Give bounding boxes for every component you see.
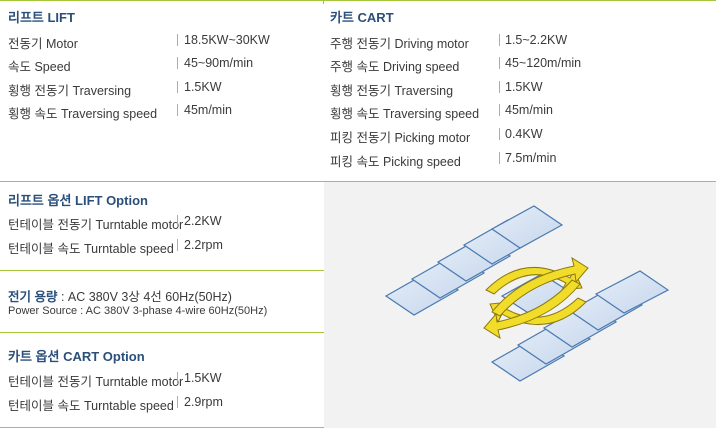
lift-option-value-0: 2.2KW — [184, 214, 222, 228]
section-divider-2 — [0, 270, 324, 271]
lift-option-label-0: 턴테이블 전동기 Turntable motor — [8, 218, 184, 232]
cart-option-separator-1 — [177, 396, 178, 408]
lift-option-title: 리프트 옵션 LIFT Option — [8, 193, 148, 208]
cart-label-0: 주행 전동기 Driving motor — [330, 37, 469, 51]
power-label: 전기 용량 — [8, 290, 58, 304]
lift-label-2: 횡행 전동기 Traversing — [8, 84, 132, 98]
illustration-panel — [324, 182, 716, 428]
top-divider — [0, 0, 716, 1]
vertical-divider-top — [323, 0, 324, 4]
cart-option-label-0: 턴테이블 전동기 Turntable motor — [8, 375, 184, 389]
lift-option-value-1: 2.2rpm — [184, 238, 223, 252]
rotation-arrows-icon — [483, 256, 589, 340]
cart-option-label-1: 턴테이블 속도 Turntable speed — [8, 399, 174, 413]
lift-separator-1 — [177, 57, 178, 69]
power-source-english: Power Source : AC 380V 3-phase 4-wire 60… — [8, 305, 268, 317]
cart-value-3: 45m/min — [505, 103, 553, 117]
cart-separator-5 — [499, 152, 500, 164]
lift-separator-3 — [177, 104, 178, 116]
cart-option-title: 카트 옵션 CART Option — [8, 349, 145, 364]
lift-option-label-1: 턴테이블 속도 Turntable speed — [8, 242, 174, 256]
power-value: : AC 380V 3상 4선 60Hz(50Hz) — [57, 290, 232, 304]
cart-separator-0 — [499, 34, 500, 46]
cart-value-1: 45~120m/min — [505, 56, 582, 70]
lift-label-3: 횡행 속도 Traversing speed — [8, 107, 158, 121]
lift-value-0: 18.5KW~30KW — [184, 33, 270, 47]
lift-option-separator-1 — [177, 239, 178, 251]
cart-value-0: 1.5~2.2KW — [505, 33, 568, 47]
lift-separator-0 — [177, 34, 178, 46]
section-divider-3 — [0, 332, 324, 333]
lift-option-separator-0 — [177, 215, 178, 227]
cart-value-2: 1.5KW — [505, 80, 543, 94]
cart-separator-3 — [499, 104, 500, 116]
cart-separator-1 — [499, 57, 500, 69]
cart-option-separator-0 — [177, 372, 178, 384]
lift-value-2: 1.5KW — [184, 80, 222, 94]
conveyor-tiles — [384, 205, 670, 382]
cart-label-1: 주행 속도 Driving speed — [330, 60, 460, 74]
cart-option-value-1: 2.9rpm — [184, 395, 223, 409]
section-divider-1 — [0, 181, 716, 182]
cart-label-2: 횡행 전동기 Traversing — [330, 84, 454, 98]
lift-separator-2 — [177, 81, 178, 93]
cart-value-4: 0.4KW — [505, 127, 543, 141]
lift-label-1: 속도 Speed — [8, 60, 71, 74]
lift-value-1: 45~90m/min — [184, 56, 254, 70]
cart-option-value-0: 1.5KW — [184, 371, 222, 385]
cart-title: 카트 CART — [330, 10, 394, 25]
cart-separator-2 — [499, 81, 500, 93]
cart-value-5: 7.5m/min — [505, 151, 557, 165]
lift-value-3: 45m/min — [184, 103, 232, 117]
cart-label-3: 횡행 속도 Traversing speed — [330, 107, 480, 121]
power-source-korean: 전기 용량 : AC 380V 3상 4선 60Hz(50Hz) — [8, 286, 232, 305]
lift-label-0: 전동기 Motor — [8, 37, 78, 51]
lift-title: 리프트 LIFT — [8, 10, 75, 25]
cart-label-4: 피킹 전동기 Picking motor — [330, 131, 471, 145]
cart-label-5: 피킹 속도 Picking speed — [330, 155, 461, 169]
cart-separator-4 — [499, 128, 500, 140]
turntable-illustration — [384, 205, 670, 382]
